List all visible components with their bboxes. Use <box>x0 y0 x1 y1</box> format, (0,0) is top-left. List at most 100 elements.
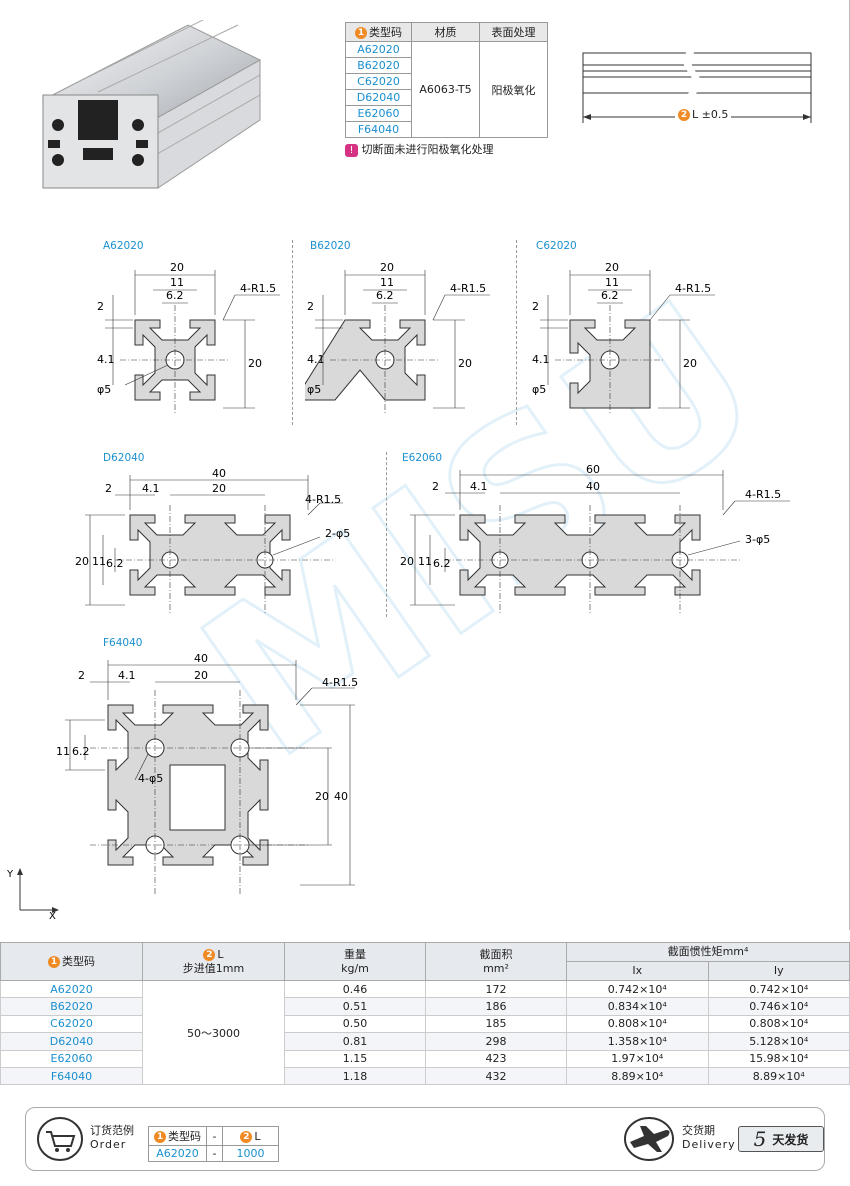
svg-text:11: 11 <box>380 276 394 289</box>
svg-text:4-R1.5: 4-R1.5 <box>305 493 341 506</box>
divider <box>516 240 517 425</box>
svg-text:6.2: 6.2 <box>106 557 124 570</box>
spec-surface: 阳极氧化 <box>479 41 548 138</box>
profile-a-drawing: 20 11 6.2 4-R1.5 20 2 4.1 φ5 <box>97 261 280 415</box>
divider <box>386 452 387 617</box>
row-ix: 0.834×10⁴ <box>566 997 709 1016</box>
col-ix: Ix <box>566 961 709 981</box>
spec-note: ! 切断面未进行阳极氧化处理 <box>345 141 548 157</box>
spec-code: E62060 <box>345 105 412 122</box>
profile-e-drawing: 60 40 2 4.1 4-R1.5 3-φ5 20 11 6.2 <box>400 465 790 615</box>
row-code: C62020 <box>0 1014 143 1034</box>
length-diagram <box>582 51 812 123</box>
svg-text:4-R1.5: 4-R1.5 <box>322 676 358 689</box>
svg-text:6.2: 6.2 <box>433 557 451 570</box>
svg-text:11: 11 <box>92 555 106 568</box>
row-ix: 1.97×10⁴ <box>566 1049 709 1068</box>
svg-text:4-R1.5: 4-R1.5 <box>240 282 276 295</box>
row-weight: 1.15 <box>284 1049 426 1068</box>
svg-text:2: 2 <box>105 482 112 495</box>
svg-text:60: 60 <box>586 465 600 476</box>
svg-text:20: 20 <box>75 555 89 568</box>
svg-text:20: 20 <box>315 790 329 803</box>
row-area: 186 <box>425 997 567 1016</box>
spec-code: C62020 <box>345 73 412 90</box>
profile-f-drawing: 40 20 2 4.1 4-R1.5 4-φ5 20 40 11 6.2 <box>56 652 358 895</box>
svg-text:4.1: 4.1 <box>307 353 325 366</box>
row-code: F64040 <box>0 1066 143 1086</box>
svg-text:20: 20 <box>248 357 262 370</box>
row-area: 423 <box>425 1049 567 1068</box>
profile-label-d: D62040 <box>103 452 145 464</box>
svg-text:20: 20 <box>380 261 394 274</box>
cart-icon <box>37 1117 83 1161</box>
profile-c-drawing: 20 11 6.2 4-R1.5 20 2 4.1 φ5 <box>532 261 715 415</box>
svg-text:40: 40 <box>334 790 348 803</box>
svg-text:4-R1.5: 4-R1.5 <box>745 488 781 501</box>
row-weight: 0.50 <box>284 1014 426 1034</box>
profile-label-e: E62060 <box>402 452 443 464</box>
svg-text:2: 2 <box>97 300 104 313</box>
svg-text:20: 20 <box>683 357 697 370</box>
svg-text:11: 11 <box>418 555 432 568</box>
row-code: D62040 <box>0 1032 143 1051</box>
spec-code: D62040 <box>345 89 412 106</box>
row-weight: 0.46 <box>284 979 426 999</box>
svg-text:6.2: 6.2 <box>376 289 394 302</box>
order-label: 订货范例 Order <box>90 1124 134 1151</box>
row-area: 298 <box>425 1032 567 1051</box>
row-iy: 15.98×10⁴ <box>707 1049 850 1068</box>
svg-text:2: 2 <box>432 480 439 493</box>
row-iy: 0.742×10⁴ <box>707 979 850 999</box>
svg-text:20: 20 <box>400 555 414 568</box>
svg-text:4.1: 4.1 <box>118 669 136 682</box>
order-h-dash: - <box>206 1126 223 1146</box>
svg-text:Y: Y <box>6 869 14 880</box>
row-code: B62020 <box>0 997 143 1016</box>
row-iy: 0.746×10⁴ <box>707 997 850 1016</box>
delivery-days-badge: 5 天发货 <box>738 1126 824 1152</box>
l-range: 50～3000 <box>142 979 285 1086</box>
profile-label-f: F64040 <box>103 637 143 649</box>
profile-b-drawing: 20 11 6.2 4-R1.5 20 2 4.1 φ5 <box>305 261 490 415</box>
svg-text:20: 20 <box>194 669 208 682</box>
spec-header-surface: 表面处理 <box>479 22 548 42</box>
row-ix: 8.89×10⁴ <box>566 1066 709 1086</box>
spec-material: A6063-T5 <box>411 41 480 138</box>
row-ix: 1.358×10⁴ <box>566 1032 709 1051</box>
svg-text:2: 2 <box>532 300 539 313</box>
row-area: 172 <box>425 979 567 999</box>
profile-label-c: C62020 <box>536 240 577 252</box>
row-ix: 0.742×10⁴ <box>566 979 709 999</box>
spec-code: A62020 <box>345 41 412 58</box>
spec-code: B62020 <box>345 57 412 74</box>
svg-text:40: 40 <box>212 467 226 480</box>
profile-d-drawing: 40 20 2 4.1 4-R1.5 2-φ5 20 11 6.2 <box>75 467 350 615</box>
row-code: E62060 <box>0 1049 143 1068</box>
svg-text:2-φ5: 2-φ5 <box>325 527 350 540</box>
svg-text:40: 40 <box>586 480 600 493</box>
svg-text:4.1: 4.1 <box>97 353 115 366</box>
svg-text:φ5: φ5 <box>307 383 321 396</box>
order-l: 1000 <box>222 1145 279 1162</box>
delivery-label: 交货期 Delivery <box>682 1124 736 1151</box>
svg-text:4-R1.5: 4-R1.5 <box>675 282 711 295</box>
svg-text:φ5: φ5 <box>532 383 546 396</box>
row-weight: 0.81 <box>284 1032 426 1051</box>
warning-icon: ! <box>345 144 358 157</box>
row-ix: 0.808×10⁴ <box>566 1014 709 1034</box>
profile-label-b: B62020 <box>310 240 351 252</box>
spec-header-material: 材质 <box>411 22 480 42</box>
row-area: 185 <box>425 1014 567 1034</box>
divider <box>292 240 293 425</box>
